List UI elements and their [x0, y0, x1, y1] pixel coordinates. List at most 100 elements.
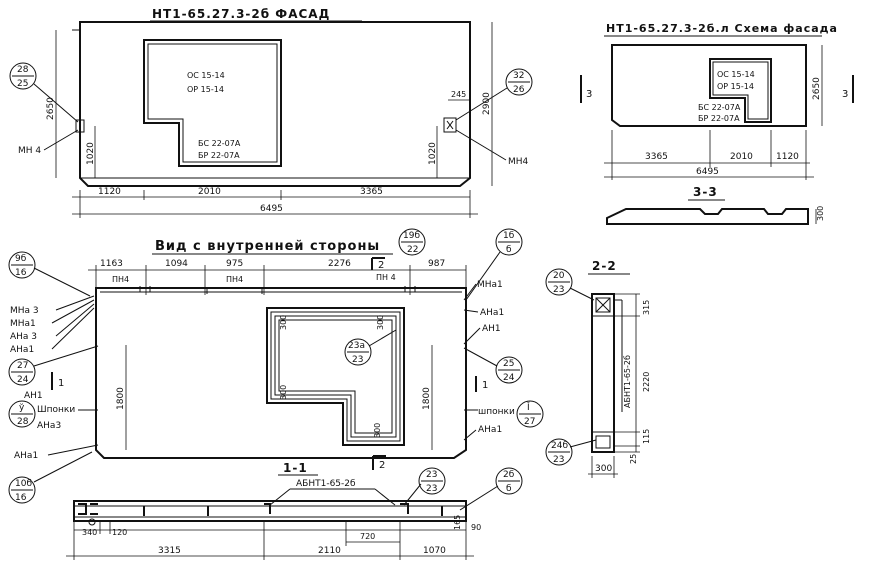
section-1-1-dim-1070: 1070 [423, 546, 446, 556]
facade-mn-right-label: МН4 [508, 157, 529, 167]
section-3-3: 3-3 300 [606, 185, 825, 225]
section-2-2-dim-115: 115 [642, 429, 651, 444]
interior-label-mna1-right: МНа1 [477, 280, 503, 290]
section-2-2-bubble-top [545, 268, 573, 296]
interior-title: Вид с внутренней стороны [155, 239, 380, 254]
interior-dim-300-d: 300 [373, 423, 382, 438]
scheme-opening-label-4: БР 22-07А [698, 114, 740, 123]
facade-title: НТ1-65.27.3-2б ФАСАД [152, 7, 330, 21]
interior-label-mna3: МНа 3 [10, 306, 39, 316]
section-1-1-slab [73, 500, 467, 522]
section-1-1-dim-2110: 2110 [318, 546, 341, 556]
facade-dim-245: 245 [451, 90, 466, 99]
scheme-section-mark-left: 3 [586, 89, 592, 100]
interior-bubble-right-low-b: 27 [524, 417, 535, 427]
facade-bubble-left-top: 28 [17, 65, 29, 75]
scheme-view: НТ1-65.27.3-2б.л Схема фасада ОС 15-14 О… [580, 22, 854, 180]
interior-bubble-right-mid-a: 25 [503, 359, 514, 369]
section-1-1-dim-165: 165 [453, 515, 462, 530]
interior-section-mark-1-right: 1 [482, 380, 488, 391]
section-1-1-bubble-23-b: 23 [426, 484, 437, 494]
interior-bubble-center-a: 23а [348, 341, 365, 351]
interior-bubble-tr [495, 228, 523, 256]
facade-dim-1120: 1120 [98, 187, 121, 197]
interior-label-shponki-left: Шпонки [37, 405, 75, 415]
interior-dim-2276: 2276 [328, 259, 351, 269]
interior-pn-label-3: ПН 4 [376, 273, 396, 282]
section-1-1-dim-120: 120 [112, 528, 127, 537]
interior-dim-987: 987 [428, 259, 445, 269]
scheme-section-mark-right: 3 [842, 89, 848, 100]
scheme-opening-label-3: БС 22-07А [698, 103, 741, 112]
interior-dim-1094: 1094 [165, 259, 188, 269]
section-1-1-dim-90: 90 [471, 523, 481, 532]
interior-bubble-left-mid-a: 27 [17, 361, 28, 371]
interior-label-ana1-right-low: АНа1 [478, 425, 502, 435]
interior-bubble-left-low [8, 400, 36, 428]
interior-label-ana1-right: АНа1 [480, 308, 504, 318]
facade-opening-label-2: ОР 15-14 [187, 85, 224, 94]
scheme-panel-outline [611, 44, 807, 127]
interior-label-ana3: АНа 3 [10, 332, 37, 342]
interior-section-mark-1: 1 [58, 378, 64, 389]
interior-bubble-tr-a: 1б [503, 231, 515, 241]
interior-dim-300-b: 300 [376, 315, 385, 330]
section-1-1-mark-2: 2 [379, 460, 385, 471]
scheme-opening-label-2: ОР 15-14 [717, 82, 754, 91]
interior-pn-label-1: ПН4 [112, 275, 129, 284]
interior-bubble-right-low [516, 400, 544, 428]
section-2-2-dim-2220: 2220 [642, 372, 651, 392]
interior-bubble-left-bottom [8, 476, 36, 504]
scheme-opening-label-1: ОС 15-14 [717, 70, 755, 79]
section-1-1-title: 1-1 [283, 461, 308, 475]
mn4-left-icon [75, 119, 85, 133]
section-3-3-dim: 300 [816, 206, 825, 221]
mn4-right-icon [443, 117, 457, 133]
section-2-2-title: 2-2 [592, 259, 617, 273]
interior-dim-1163: 1163 [100, 259, 123, 269]
facade-dim-2010: 2010 [198, 187, 221, 197]
section-1-1-bubble-2b [495, 467, 523, 495]
section-2-2: 2-2 20 23 АБНТ1-65-2б 24б 23 315 2220 11… [545, 259, 651, 478]
interior-bubble-left-low-b: 28 [17, 417, 29, 427]
facade-dim-height-left: 2650 [46, 97, 56, 120]
interior-bubble-right-low-a: Ĭ [526, 401, 530, 413]
scheme-opening [709, 58, 772, 123]
interior-bubble-top [398, 228, 426, 256]
interior-bubble-center [344, 338, 372, 366]
scheme-dim-2010: 2010 [730, 152, 753, 162]
interior-label-ana3-left: АНа3 [37, 421, 61, 431]
section-1-1-dim-720: 720 [360, 532, 375, 541]
interior-bubble-left-mid-b: 24 [17, 375, 29, 385]
section-2-2-bubble-bottom-a: 24б [551, 441, 568, 451]
interior-bubble-tl-a: 9б [15, 254, 27, 264]
facade-dim-height-right: 2900 [482, 92, 492, 115]
facade-bubble-left [9, 62, 37, 90]
interior-opening [266, 307, 405, 446]
section-2-2-bubble-bottom-b: 23 [553, 455, 564, 465]
interior-bubble-right-mid-b: 24 [503, 373, 515, 383]
scheme-dim-total: 6495 [696, 167, 719, 177]
interior-dim-1800-left: 1800 [116, 387, 126, 410]
facade-opening-label-4: БР 22-07А [198, 151, 240, 160]
interior-label-shponki-right: шпонки [478, 407, 515, 417]
section-3-3-title: 3-3 [693, 185, 718, 199]
facade-opening-label-1: ОС 15-14 [187, 71, 225, 80]
interior-bubble-left-low-a: ў [19, 403, 25, 413]
interior-panel-outline [95, 287, 467, 459]
scheme-dim-height: 2650 [812, 77, 822, 100]
section-2-2-mark: АБНТ1-65-2б [623, 355, 632, 408]
section-1-1-bubble-2b-b: б [506, 484, 512, 494]
facade-bubble-left-bottom: 25 [17, 79, 28, 89]
interior-bubble-left-mid [8, 358, 36, 386]
section-1-1-bubble-2b-a: 2б [503, 470, 515, 480]
interior-label-an1-left: АН1 [24, 391, 43, 401]
facade-panel-outline [79, 21, 471, 187]
section-1-1-dim-340: 340 [82, 528, 97, 537]
interior-dim-300-c: 300 [279, 385, 288, 400]
scheme-title: НТ1-65.27.3-2б.л Схема фасада [606, 22, 838, 35]
section-2-2-bubble-top-b: 23 [553, 285, 564, 295]
interior-bubble-center-b: 23 [352, 355, 363, 365]
interior-bubble-tl-b: 16 [15, 268, 27, 278]
